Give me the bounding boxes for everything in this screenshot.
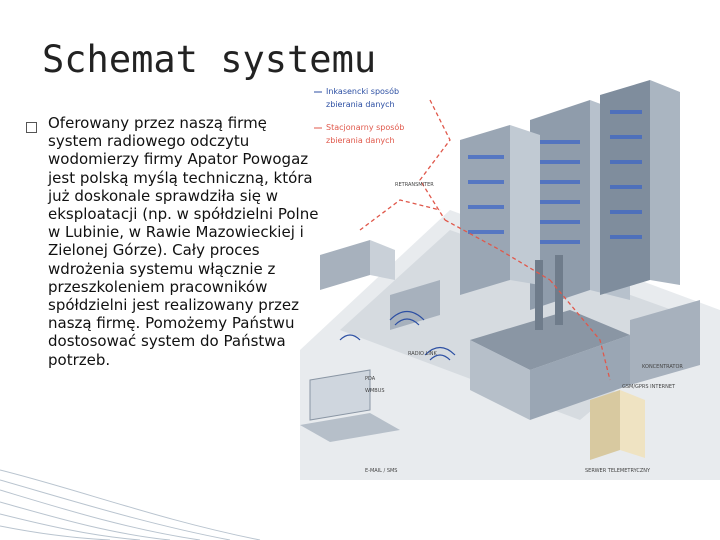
- stationary-data-paths: [359, 99, 611, 381]
- label-wmbus: WMBUS: [365, 388, 385, 394]
- bullet-marker: [26, 122, 37, 133]
- collector-signals: [339, 310, 456, 361]
- label-radiolink: RADIO LINK: [408, 351, 438, 357]
- label-retransmiter: RETRANSMITER: [395, 182, 434, 188]
- label-email: E-MAIL / SMS: [365, 468, 397, 474]
- diagram-legend: Inkasencki sposób zbierania danych Stacj…: [314, 86, 404, 145]
- laptop-icon: [300, 369, 400, 442]
- residential-houses: [320, 240, 700, 385]
- system-diagram: Inkasencki sposób zbierania danych Stacj…: [300, 80, 720, 480]
- factory-building: [470, 255, 630, 420]
- decorative-wave-lines: [0, 469, 261, 540]
- label-internet: GSM/GPRS INTERNET: [622, 384, 676, 390]
- label-koncentrator: KONCENTRATOR: [642, 364, 683, 370]
- slide-paragraph: Oferowany przez naszą firmę system radio…: [48, 114, 319, 369]
- legend-inkasencki-line1: Inkasencki sposób: [326, 86, 399, 96]
- label-serwer: SERWER TELEMETRYCZNY: [585, 468, 651, 474]
- legend-stacjonarny-line1: Stacjonarny sposób: [326, 122, 404, 132]
- label-pda: PDA: [365, 376, 376, 382]
- legend-inkasencki-line2: zbierania danych: [326, 100, 395, 109]
- high-rise-buildings: [460, 80, 680, 310]
- server-tower: [590, 390, 645, 460]
- legend-stacjonarny-line2: zbierania danych: [326, 136, 395, 145]
- slide-title: Schemat systemu: [42, 38, 377, 81]
